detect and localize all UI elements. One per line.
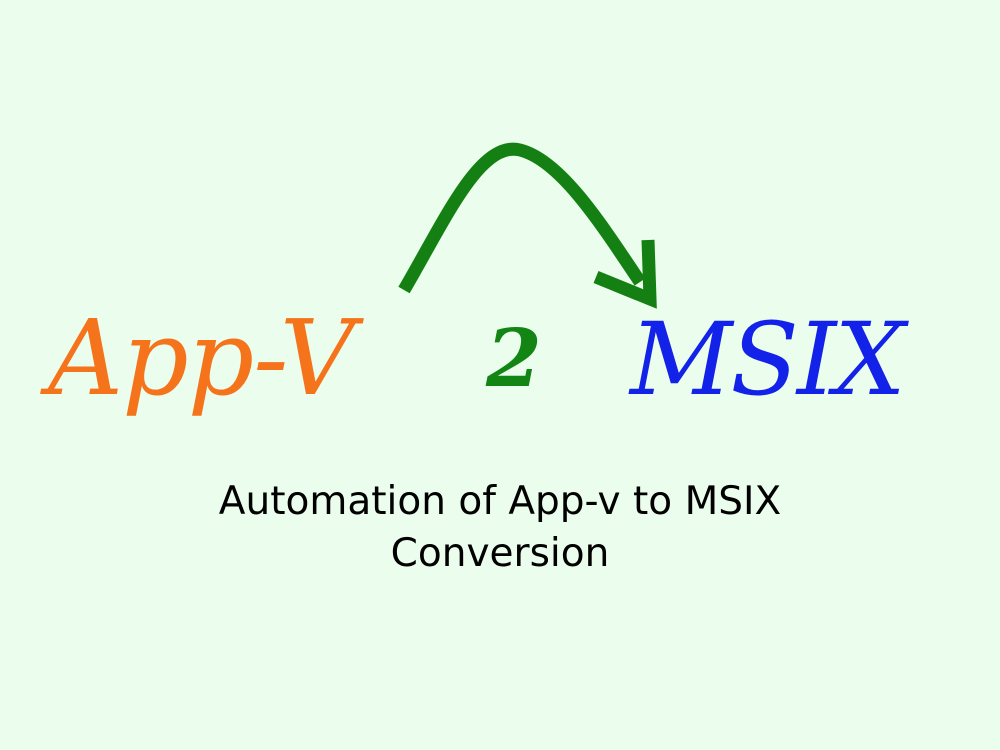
- caption: Automation of App-v to MSIX Conversion: [0, 476, 1000, 580]
- caption-line-2: Conversion: [390, 531, 610, 576]
- two-text: 2: [486, 311, 542, 405]
- caption-line-1: Automation of App-v to MSIX: [218, 479, 782, 524]
- msix-text: MSIX: [630, 301, 906, 418]
- app-v-text: App-V: [48, 297, 355, 419]
